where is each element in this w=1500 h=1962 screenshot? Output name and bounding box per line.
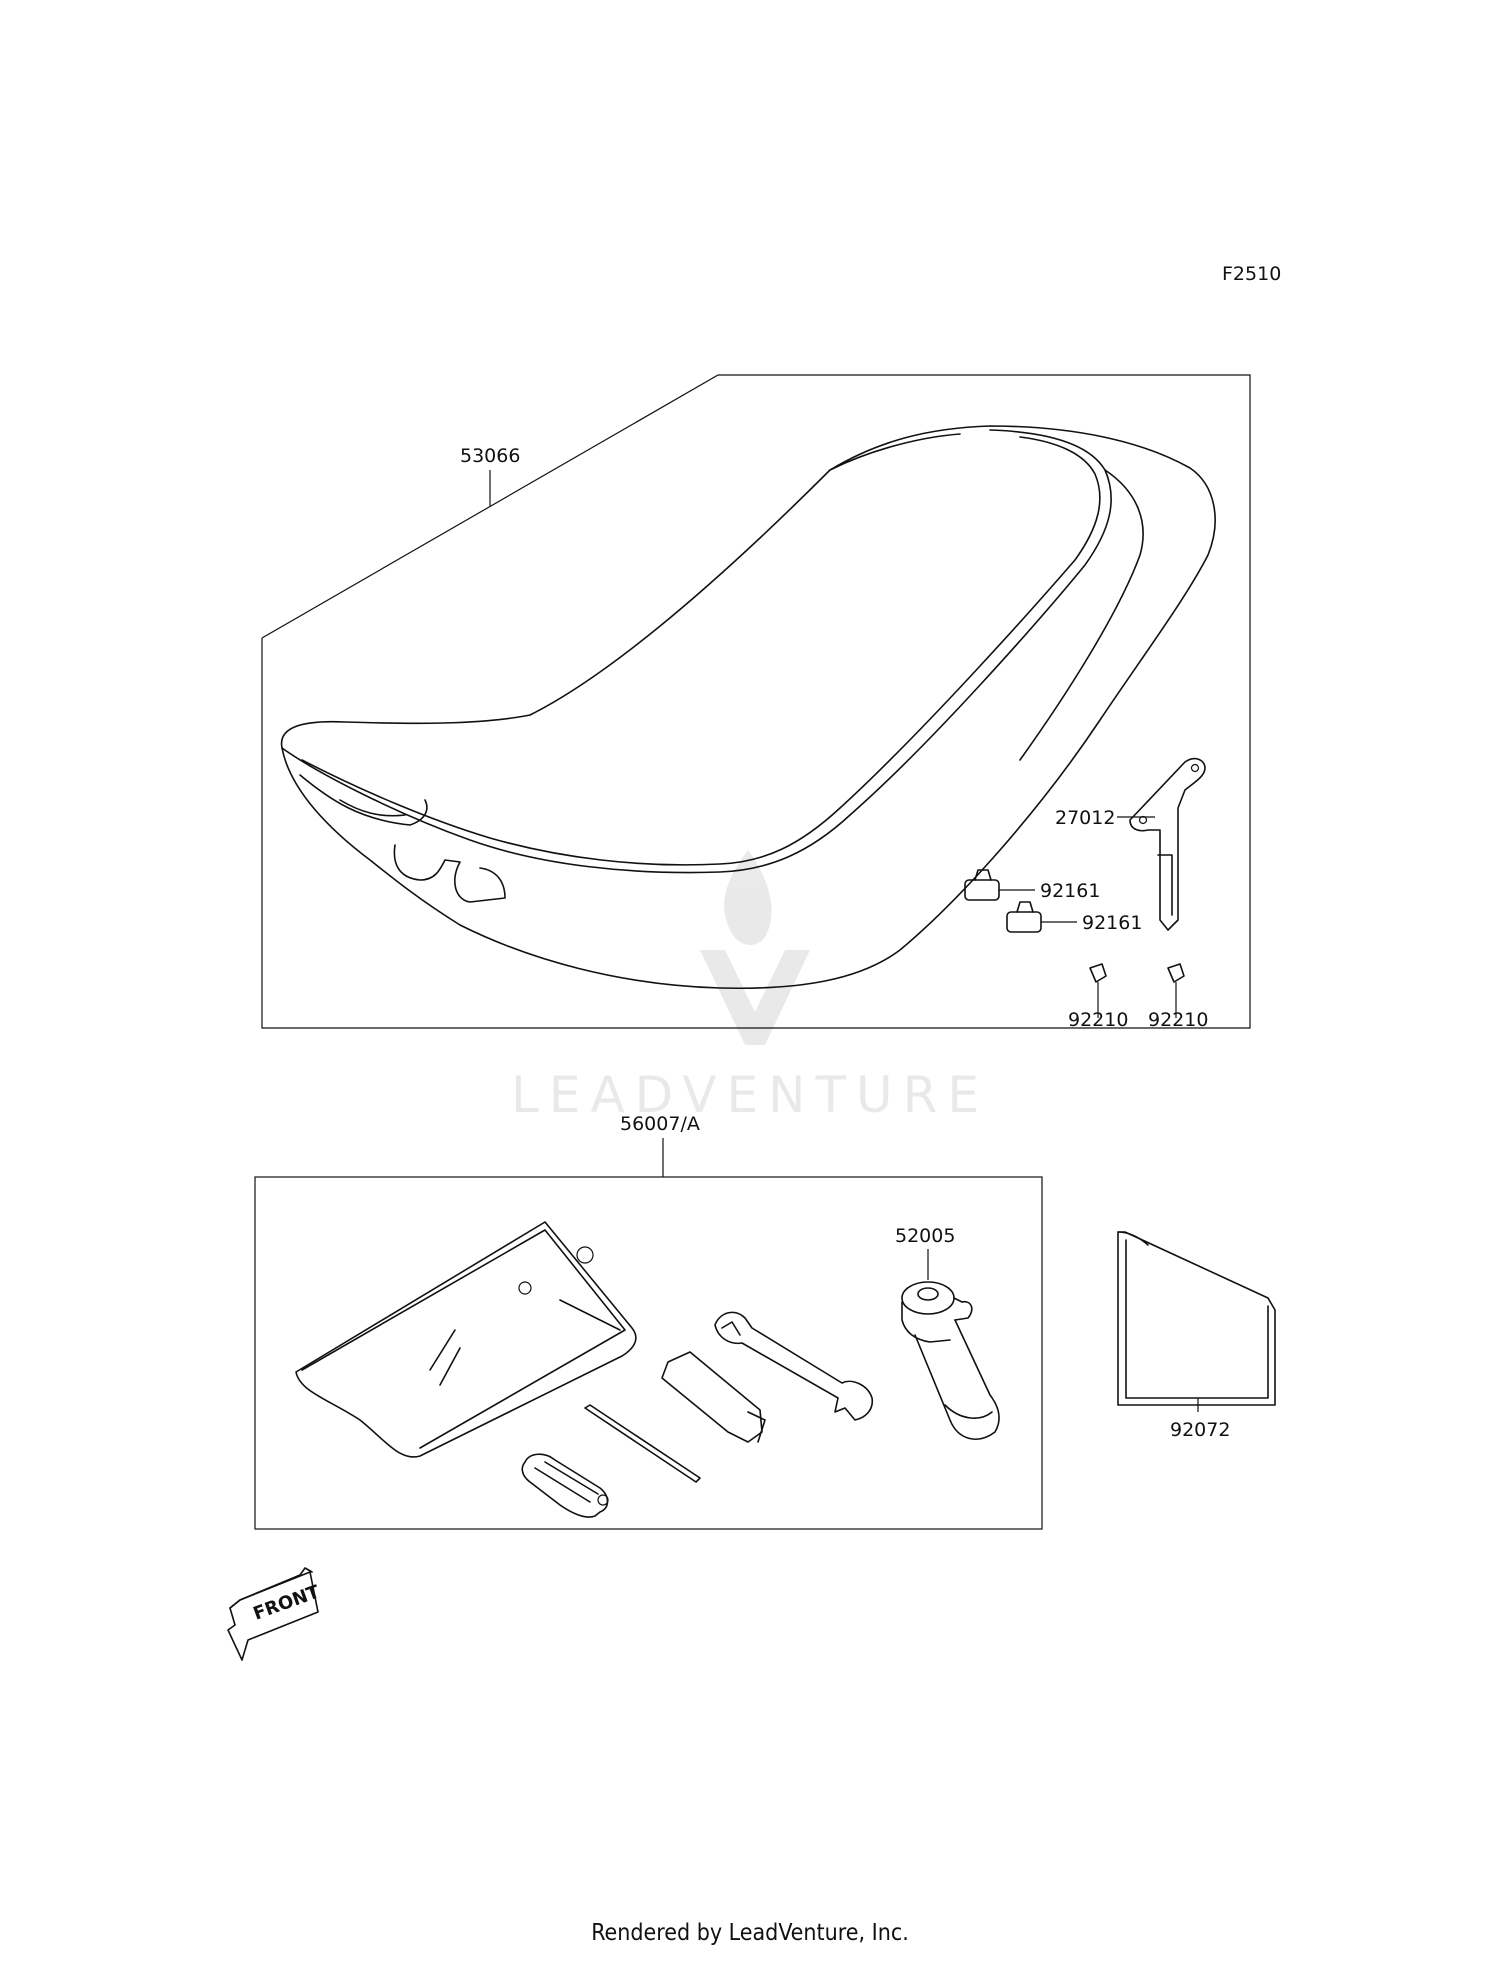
plug-wrench-drawing [661,1351,766,1443]
owners-manual-drawing [1117,1231,1276,1406]
part-label-tool-handle[interactable]: 52005 [895,1225,955,1247]
seat-drawing [280,425,1216,990]
tool-kit-box [254,1176,1043,1530]
front-label: FRONT [251,1581,324,1625]
part-label-seat[interactable]: 53066 [460,445,520,467]
front-arrow: FRONT [227,1567,324,1661]
footer-credit: Rendered by LeadVenture, Inc. [591,1920,909,1946]
part-label-tool-kit[interactable]: 56007/A [620,1113,700,1135]
tool-bag-drawing [295,1221,637,1458]
bracket-drawing [1129,757,1206,931]
screwdriver-rod-drawing [584,1404,701,1483]
seat-assembly-box [261,374,1251,1029]
clip-2-drawing [1167,963,1185,983]
figure-code: F2510 [1222,263,1281,285]
damper-1-drawing [964,869,1000,901]
part-label-bracket[interactable]: 27012 [1055,807,1115,829]
damper-2-drawing [1006,901,1042,933]
watermark-text: LEADVENTURE [511,1066,989,1124]
wrench-drawing [714,1311,874,1421]
tool-handle-drawing [901,1281,1000,1440]
part-label-clip-1[interactable]: 92210 [1068,1009,1128,1031]
part-label-manual[interactable]: 92072 [1170,1419,1230,1441]
clip-1-drawing [1089,963,1107,983]
leadventure-watermark: LEADVENTURE [511,850,989,1124]
part-label-damper-1[interactable]: 92161 [1040,880,1100,902]
part-label-damper-2[interactable]: 92161 [1082,912,1142,934]
screwdriver-handle-drawing [521,1453,609,1518]
part-label-clip-2[interactable]: 92210 [1148,1009,1208,1031]
